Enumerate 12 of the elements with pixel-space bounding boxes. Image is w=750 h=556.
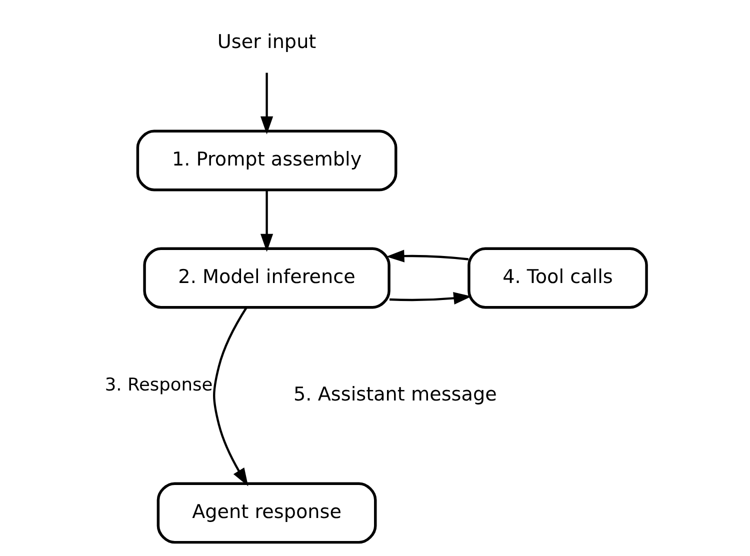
arrow — [213, 306, 248, 486]
arrow — [390, 292, 472, 305]
node-box: Agent response — [156, 482, 377, 544]
label: 5. Assistant message — [294, 382, 497, 406]
arrow — [260, 190, 274, 252]
node-box: 4. Tool calls — [468, 247, 648, 309]
arrow — [386, 250, 468, 262]
edge-label: 3. Response — [104, 376, 213, 396]
arrow — [260, 72, 274, 134]
node-box: 2. Model inference — [143, 247, 390, 309]
node-text: User input — [217, 30, 316, 54]
node-box: 1. Prompt assembly — [136, 130, 398, 192]
